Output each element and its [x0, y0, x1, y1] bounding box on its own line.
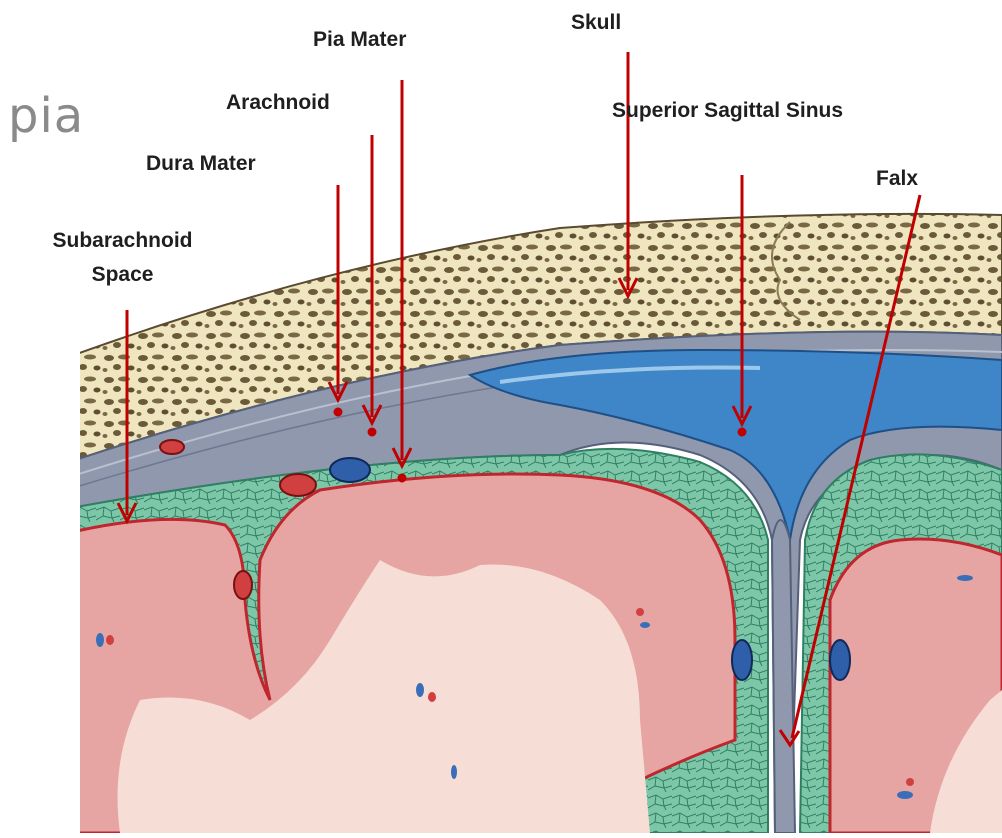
label-pia-mater: Pia Mater: [313, 27, 406, 53]
vessel-artery: [280, 474, 316, 496]
label-subarachnoid-space: Subarachnoid Space: [20, 228, 225, 288]
label-dura-mater: Dura Mater: [146, 151, 256, 177]
vessel-vein: [732, 640, 752, 680]
vessel-artery: [160, 440, 184, 454]
label-falx: Falx: [876, 166, 918, 192]
label-subarachnoid-line1: Subarachnoid: [20, 228, 225, 254]
vessel-vein: [330, 458, 370, 482]
slide-title: pia: [8, 88, 84, 144]
label-superior-sagittal-sinus: Superior Sagittal Sinus: [612, 98, 843, 124]
label-arachnoid: Arachnoid: [226, 90, 330, 116]
label-subarachnoid-line2: Space: [20, 262, 225, 288]
label-skull: Skull: [571, 10, 621, 36]
vessel-vein: [830, 640, 850, 680]
